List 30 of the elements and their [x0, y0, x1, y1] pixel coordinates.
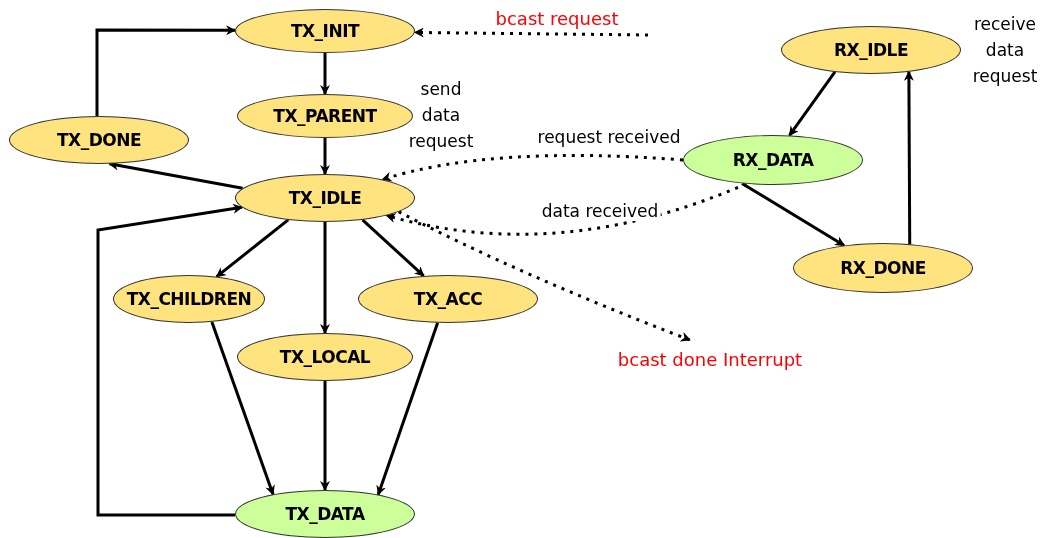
transition-arrow	[320, 53, 330, 95]
event-label: bcast done Interrupt	[617, 348, 803, 370]
transition-arrow	[788, 71, 837, 137]
state-ellipse: TX_PARENT	[237, 94, 413, 138]
transition-arrow	[413, 27, 648, 38]
state-ellipse: TX_DATA	[235, 490, 415, 538]
state-ellipse: RX_DATA	[683, 135, 863, 185]
state-ellipse: TX_IDLE	[235, 174, 415, 222]
edge-label: data received	[539, 201, 661, 221]
state-ellipse: RX_DONE	[793, 243, 973, 293]
state-ellipse: TX_INIT	[235, 9, 415, 53]
transition-arrow	[210, 321, 275, 496]
transition-arrow	[96, 203, 243, 517]
transition-arrow	[903, 70, 914, 245]
state-ellipse: TX_ACC	[358, 275, 538, 323]
state-ellipse: TX_LOCAL	[237, 333, 413, 381]
transition-arrow	[320, 381, 330, 491]
transition-arrow	[320, 222, 330, 334]
state-ellipse: TX_DONE	[9, 116, 189, 164]
transition-arrow	[376, 322, 440, 496]
state-ellipse: RX_IDLE	[781, 26, 961, 74]
note-label: receive data request	[971, 13, 1039, 88]
state-ellipse: TX_CHILDREN	[113, 275, 265, 323]
transition-arrow	[381, 154, 684, 182]
event-label: bcast request	[495, 7, 619, 31]
transition-arrow	[215, 218, 290, 278]
transition-arrow	[398, 210, 691, 342]
transition-arrow	[95, 25, 237, 116]
transition-arrow	[320, 138, 330, 175]
transition-arrow	[361, 218, 425, 277]
